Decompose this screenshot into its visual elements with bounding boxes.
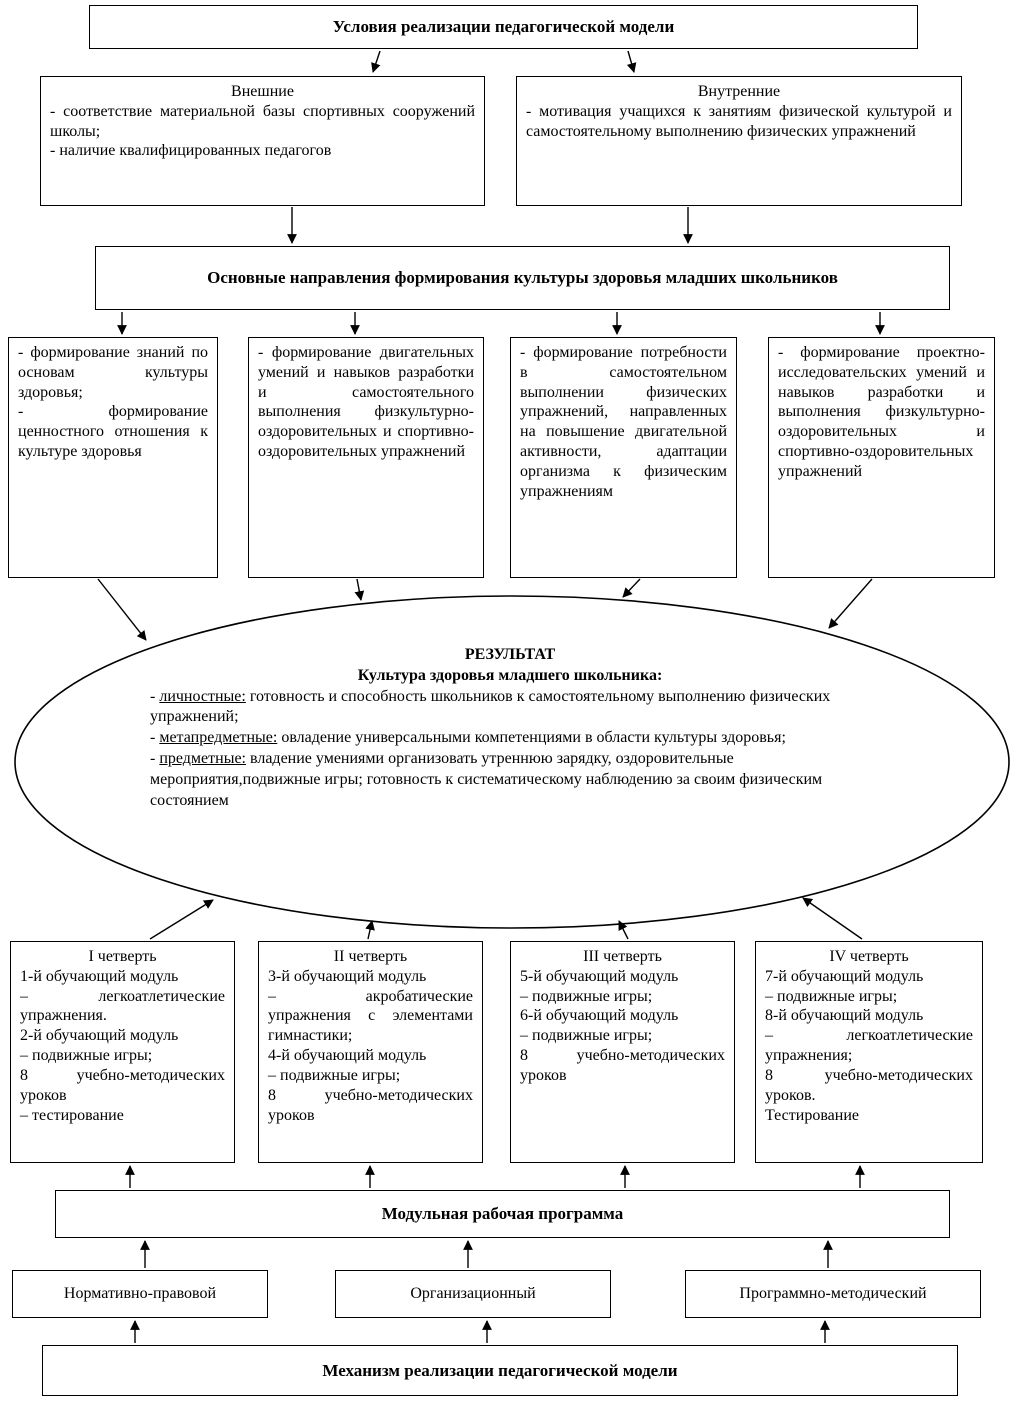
arrow (828, 578, 873, 629)
arrow (618, 920, 629, 940)
result-ellipse (14, 595, 1010, 929)
result-subtitle: Культура здоровья младшего школьника: (357, 666, 663, 684)
mechanism-box-organizational: Организационный (335, 1270, 611, 1318)
quarter-title: III четверть (583, 948, 662, 965)
directions-title: Основные направления формирования культу… (207, 268, 838, 288)
direction-box-research-skills: - формирование проектно-исследовательски… (768, 337, 995, 578)
internal-conditions-box: Внутренние - мотивация учащихся к заняти… (516, 76, 962, 206)
arrow (97, 578, 147, 641)
arrow (365, 920, 375, 940)
direction-text: - формирование потребности в самостоятел… (520, 344, 727, 500)
quarter-body: 1-й обучающий модуль – легкоатлетические… (20, 967, 225, 1124)
external-conditions-title: Внешние (231, 83, 294, 100)
result-item-bullet: - (150, 729, 160, 747)
internal-conditions-body: - мотивация учащихся к занятиям физическ… (526, 102, 952, 140)
mechanism-title: Механизм реализации педагогической модел… (322, 1360, 678, 1380)
external-conditions-body: - соответствие материальной базы спортив… (50, 102, 475, 160)
result-item-bullet: - (150, 687, 160, 705)
direction-text: - формирование знаний по основам культур… (18, 344, 208, 461)
direction-text: - формирование двигательных умений и нав… (258, 344, 474, 461)
quarter-box-2: II четверть 3-й обучающий модуль – акроб… (258, 941, 483, 1163)
mechanism-box-normative: Нормативно-правовой (12, 1270, 268, 1318)
arrow (371, 50, 381, 73)
quarter-title: II четверть (333, 948, 408, 965)
arrow (354, 578, 365, 601)
result-item-label: метапредметные: (159, 729, 278, 747)
direction-box-knowledge: - формирование знаний по основам культур… (8, 337, 218, 578)
mechanism-box-label: Программно-методический (739, 1285, 927, 1303)
result-item-personal: - личностные: готовность и способность ш… (150, 687, 870, 729)
program-box: Модульная рабочая программа (55, 1190, 950, 1238)
quarter-body: 3-й обучающий модуль – акробатические уп… (268, 967, 473, 1124)
result-item-label: личностные: (159, 687, 246, 705)
result-item-text: готовность и способность школьников к са… (150, 687, 831, 726)
result-item-text: овладение универсальными компетенциями в… (277, 729, 786, 747)
mechanism-title-box: Механизм реализации педагогической модел… (42, 1345, 958, 1396)
result-item-bullet: - (150, 749, 160, 767)
mechanism-box-methodical: Программно-методический (685, 1270, 981, 1318)
internal-conditions-title: Внутренние (697, 83, 781, 100)
mechanism-box-label: Организационный (410, 1285, 536, 1303)
quarter-title: I четверть (88, 948, 157, 965)
result-item-text: владение умениями организовать утреннюю … (150, 749, 823, 809)
result-block: РЕЗУЛЬТАТ Культура здоровья младшего шко… (150, 645, 870, 811)
quarter-box-3: III четверть 5-й обучающий модуль – подв… (510, 941, 735, 1163)
quarter-box-4: IV четверть 7-й обучающий модуль – подви… (755, 941, 983, 1163)
direction-box-motor-skills: - формирование двигательных умений и нав… (248, 337, 484, 578)
quarter-body: 5-й обучающий модуль – подвижные игры; 6… (520, 967, 725, 1084)
directions-title-box: Основные направления формирования культу… (95, 246, 950, 310)
arrow (622, 578, 641, 598)
result-title: РЕЗУЛЬТАТ (464, 646, 556, 663)
arrow (149, 899, 214, 940)
direction-text: - формирование проектно-исследовательски… (778, 344, 985, 480)
conditions-title-box: Условия реализации педагогической модели (89, 5, 918, 49)
quarter-box-1: I четверть 1-й обучающий модуль – легкоа… (10, 941, 235, 1163)
mechanism-box-label: Нормативно-правовой (63, 1285, 217, 1303)
conditions-title: Условия реализации педагогической модели (332, 17, 675, 37)
program-title: Модульная рабочая программа (381, 1204, 624, 1224)
result-item-subject: - предметные: владение умениями организо… (150, 749, 870, 811)
quarter-title: IV четверть (829, 948, 909, 965)
direction-box-needs: - формирование потребности в самостоятел… (510, 337, 737, 578)
external-conditions-box: Внешние - соответствие материальной базы… (40, 76, 485, 206)
quarter-body: 7-й обучающий модуль – подвижные игры; 8… (765, 967, 973, 1124)
result-item-metasubject: - метапредметные: овладение универсальны… (150, 728, 870, 749)
arrow (802, 897, 863, 940)
arrow (626, 50, 637, 73)
result-item-label: предметные: (159, 749, 246, 767)
